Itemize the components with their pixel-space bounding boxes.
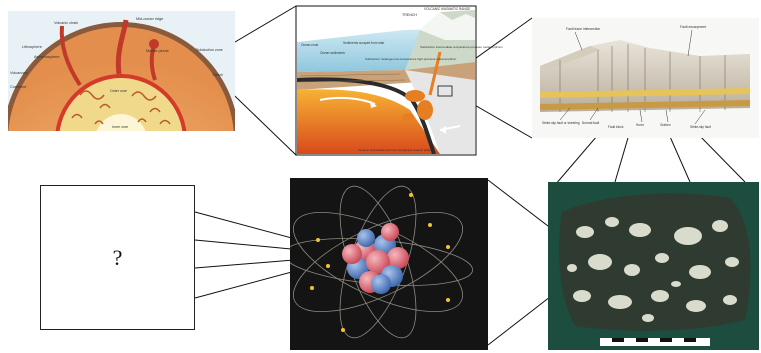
label-strike-slip-2: Strike-slip fault: [690, 125, 711, 129]
label-continent: Continent: [10, 85, 27, 89]
label-midocean-ridge: Mid-ocean ridge: [136, 17, 163, 21]
label-mantle-plume: Mantle plume: [146, 49, 169, 53]
rock-specimen-image: [548, 182, 759, 350]
label-melanges: Subduction melanges low-temperature high…: [365, 57, 457, 61]
label-horst: Horst: [636, 123, 644, 127]
label-intermediate: Subduction intermediate temperature-pres…: [420, 45, 503, 49]
label-strike-slip: Strike-slip fault or sheeting: [542, 121, 580, 125]
scale-bar: [600, 338, 710, 346]
label-ocean-crust: Ocean crust: [301, 43, 318, 47]
atom-model-image: [280, 177, 488, 350]
label-subduction-zone: Subduction zone: [196, 48, 223, 52]
label-lithosphere: Lithosphere: [22, 45, 42, 49]
label-volcanic-chain: Volcanic chain: [54, 21, 78, 25]
label-trench-sub: TRENCH: [402, 13, 417, 17]
label-sediments: Sediments scraped from slab: [343, 41, 385, 45]
label-inner-core: Inner core: [112, 125, 128, 129]
label-volcanic-arc: VOLCANIC MAGMATIC RANGE: [424, 7, 470, 11]
subduction-zone-diagram: TRENCH VOLCANIC MAGMATIC RANGE Ocean cru…: [296, 6, 503, 155]
label-graben: Graben: [660, 123, 671, 127]
label-outer-core: Outer core: [110, 89, 127, 93]
label-fault-trace: Fault trace intersection: [566, 27, 600, 31]
label-normal-fault: Normal fault: [582, 121, 599, 125]
unknown-scale-box: ?: [40, 185, 195, 330]
label-partial-melt: Oceanic and partial melt from subducted …: [358, 148, 431, 152]
label-fault-escarpment: Fault escarpment: [680, 25, 706, 29]
label-fault-block: Fault block: [608, 125, 624, 129]
label-volcanoes: Volcanoes: [10, 71, 28, 75]
label-ocean-sediments: Ocean sediments: [320, 51, 345, 55]
question-mark: ?: [113, 245, 123, 271]
fault-block-diagram: Fault trace intersection Fault escarpmen…: [532, 18, 759, 138]
label-trench: Trench: [212, 73, 223, 77]
label-asthenosphere: Asthenosphere: [34, 55, 60, 59]
